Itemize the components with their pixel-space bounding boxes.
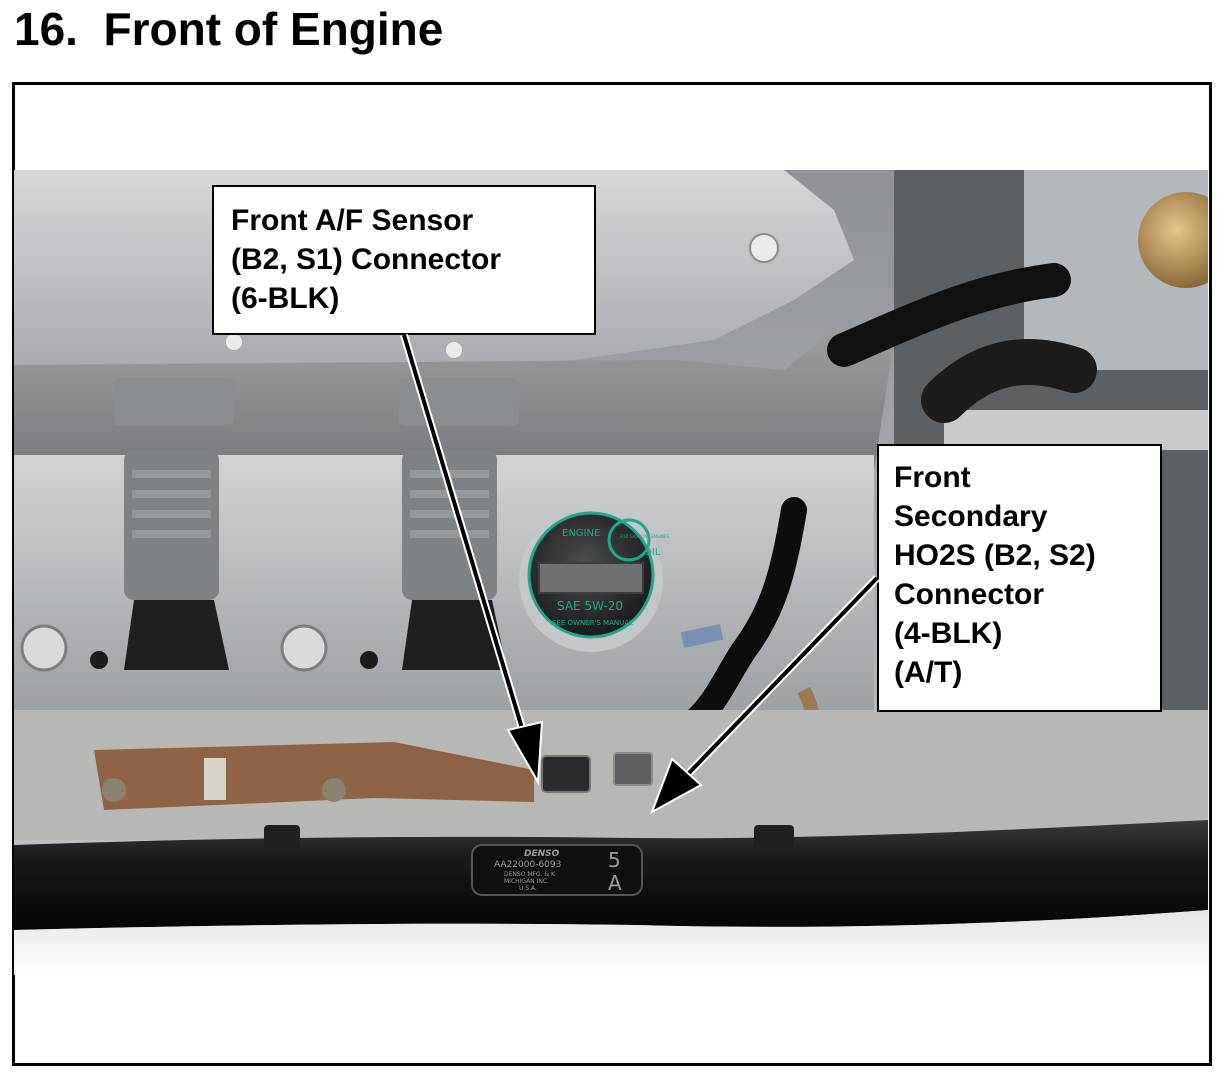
af-sensor-connector (541, 755, 591, 793)
ignition-coil (124, 450, 229, 670)
callout-line: HO2S (B2, S2) (894, 539, 1096, 572)
cover-bolt (749, 233, 779, 263)
oil-cap-text: FOR GASOLINE ENGINES (620, 534, 670, 539)
ho2s-connector (613, 752, 653, 786)
wire-harness (827, 263, 1071, 367)
plate-brand: DENSO (524, 849, 560, 859)
callout-line: (A/T) (894, 656, 963, 689)
plate-text: MICHIGAN INC. (504, 878, 549, 885)
rail-pad (114, 378, 234, 426)
wire-harness (921, 339, 1097, 423)
catalytic-converter-plate: DENSO AA22000-6093 DENSO MFG. & K MICHIG… (471, 844, 643, 896)
callout-line: Connector (894, 578, 1044, 611)
exhaust-nut (322, 778, 346, 802)
oil-filler-cap: ENGINE OIL FOR GASOLINE ENGINES SAE 5W-2… (519, 508, 670, 652)
cover-bolt (446, 342, 462, 358)
throttle-plate (1138, 192, 1208, 288)
plate-part-number: AA22000-6093 (494, 860, 561, 870)
callout-line: Front (894, 461, 971, 494)
pipe-bracket (754, 825, 794, 849)
block-bolt (20, 624, 68, 672)
callout-line: (B2, S1) Connector (231, 243, 502, 276)
oil-cap-grade: SAE 5W-20 (557, 599, 623, 613)
oil-cap-text: ENGINE (562, 528, 600, 539)
fuel-line (944, 410, 1208, 450)
block-bolt (280, 624, 328, 672)
plate-code: 5 (608, 848, 621, 872)
exhaust-nut (102, 778, 126, 802)
rail-pad (399, 378, 519, 426)
callout-line: (6-BLK) (231, 282, 340, 315)
callout-front-af-sensor: Front A/F Sensor (B2, S1) Connector (6-B… (212, 185, 596, 335)
page-title: 16. Front of Engine (14, 3, 444, 55)
callout-line: (4-BLK) (894, 617, 1003, 650)
cover-bolt (226, 334, 242, 350)
callout-line: Secondary (894, 500, 1048, 533)
plate-text: U.S.A. (519, 885, 537, 892)
oxygen-sensor (204, 758, 226, 800)
ignition-coil (402, 450, 507, 670)
oil-cap-text: OIL (644, 547, 661, 558)
oil-cap-text: SEE OWNER'S MANUAL (552, 619, 633, 627)
floor (14, 910, 1208, 975)
plate-code: A (608, 871, 622, 895)
callout-line: Front A/F Sensor (231, 204, 474, 237)
pipe-bracket (264, 825, 300, 849)
callout-front-secondary-ho2s: Front Secondary HO2S (B2, S2) Connector … (877, 444, 1162, 712)
block-bolt (360, 651, 378, 669)
plate-text: DENSO MFG. & K (504, 871, 556, 878)
block-bolt (90, 651, 108, 669)
